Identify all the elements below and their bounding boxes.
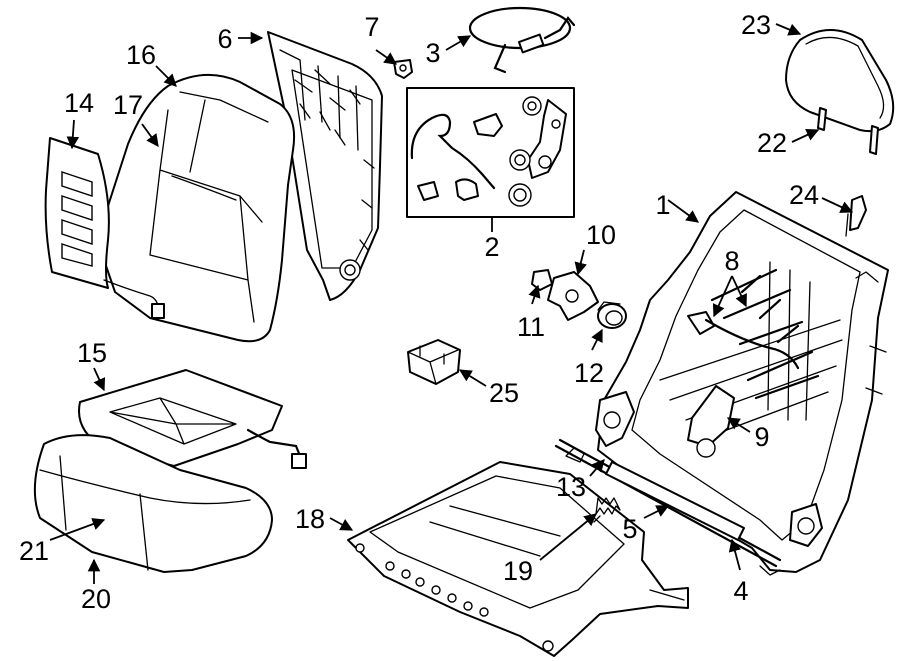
callout-11: 11: [517, 312, 545, 342]
recliner-knob: [547, 271, 599, 321]
knob-bushing: [597, 301, 627, 329]
callout-18: 18: [295, 504, 325, 534]
seat-cushion: [33, 434, 273, 573]
callout-19: 19: [503, 556, 533, 586]
callout-6: 6: [217, 24, 232, 54]
callout-21: 21: [19, 536, 49, 566]
callout-23: 23: [741, 10, 771, 40]
callout-22: 22: [757, 128, 787, 158]
callout-24: 24: [789, 180, 819, 210]
callout-10: 10: [586, 220, 616, 250]
callout-2: 2: [484, 232, 499, 262]
callout-14: 14: [64, 88, 94, 118]
connector: [407, 339, 461, 385]
headrest-guide: [845, 195, 867, 237]
seat-cushion-frame: [347, 461, 689, 657]
callout-4: 4: [733, 576, 748, 606]
side-bolster-pad: [44, 137, 165, 319]
callout-25: 25: [489, 378, 519, 408]
callout-12: 12: [574, 358, 604, 388]
callout-20: 20: [81, 584, 111, 614]
callout-13: 13: [556, 472, 586, 502]
callout-3: 3: [425, 38, 440, 68]
release-cable: [468, 6, 576, 74]
seat-back-panel: [267, 31, 383, 301]
seat-back-frame: [565, 191, 889, 576]
callout-7: 7: [364, 12, 379, 42]
knob-cap: [531, 269, 553, 291]
leader-lines: [49, 23, 854, 584]
callout-8: 8: [724, 246, 739, 276]
callout-5: 5: [622, 514, 637, 544]
callout-labels: 1 2 3 4 5 6 7 8 9 10 11 12 13 14 15 16 1…: [19, 10, 819, 614]
headrest: [785, 29, 895, 155]
callout-15: 15: [77, 338, 107, 368]
clip: [393, 59, 413, 79]
hardware-kit: [406, 87, 575, 218]
callout-16: 16: [126, 40, 156, 70]
callout-17: 17: [113, 90, 143, 120]
callout-1: 1: [655, 190, 670, 220]
callout-9: 9: [754, 422, 769, 452]
